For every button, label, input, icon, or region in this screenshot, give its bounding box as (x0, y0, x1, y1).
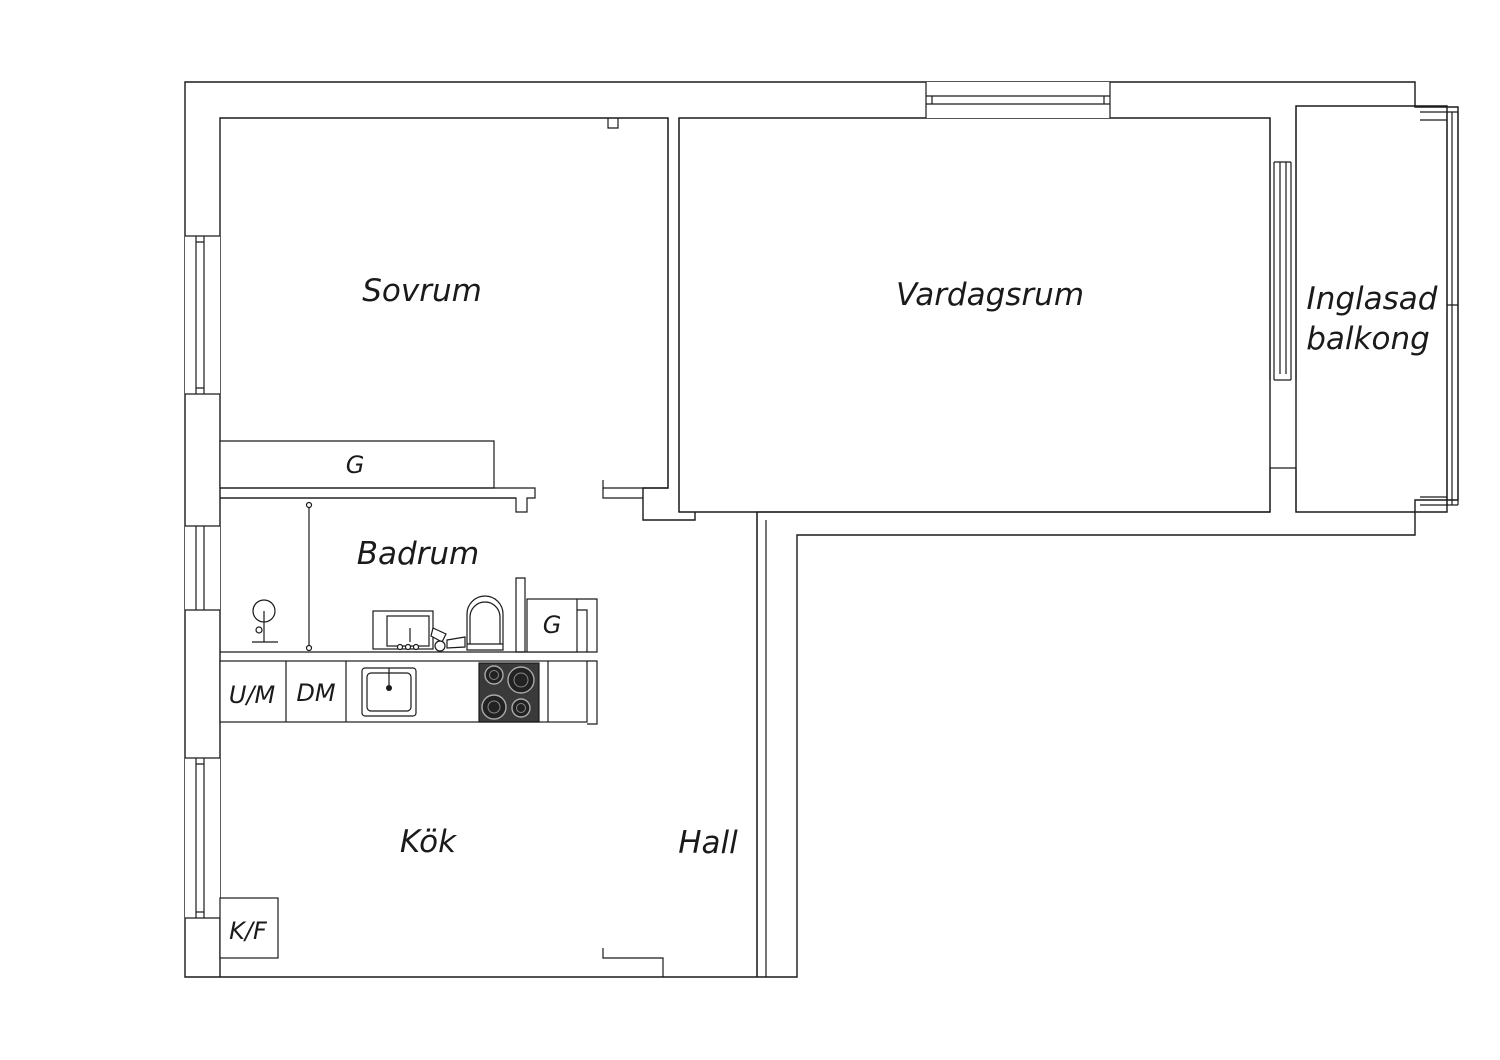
fridge-freezer-label: K/F (229, 917, 268, 945)
fridge-freezer: K/F (219, 897, 279, 959)
wardrobe-label-bedroom: G (346, 451, 365, 479)
interior-walls (602, 106, 1297, 977)
bedroom-wardrobe: G (219, 440, 536, 513)
kitchen-sink-icon (361, 667, 417, 717)
window-top-living (925, 82, 1111, 118)
washbasin-icon (372, 610, 434, 651)
bidet-shower-icon (430, 627, 466, 652)
window-bedroom (185, 235, 220, 395)
wardrobe-label-bathroom: G (543, 611, 562, 639)
room-label-balkong-line2: balkong (1306, 321, 1430, 357)
window-kitchen (185, 757, 220, 919)
bathroom-wardrobe: G (526, 598, 598, 653)
windows (185, 82, 1459, 919)
outer-walls (184, 81, 1459, 978)
room-label-badrum: Badrum (357, 536, 480, 572)
window-balcony-glazing (1420, 111, 1459, 506)
shower-head-icon (252, 599, 278, 643)
window-bathroom (185, 525, 220, 611)
toilet-icon (466, 595, 504, 651)
room-label-sovrum: Sovrum (362, 273, 482, 309)
washer-dryer-label: U/M (229, 681, 276, 709)
room-label-vardagsrum: Vardagsrum (896, 277, 1084, 313)
stove-icon (478, 662, 540, 723)
dishwasher-label: DM (296, 679, 335, 707)
bathroom: G (220, 497, 598, 653)
window-balcony-door (1273, 161, 1292, 381)
room-label-balkong-line1: Inglasad (1307, 281, 1438, 317)
kitchen-counter: U/M DM (219, 660, 598, 725)
room-label-kok: Kök (400, 824, 457, 860)
room-label-hall: Hall (678, 825, 738, 861)
